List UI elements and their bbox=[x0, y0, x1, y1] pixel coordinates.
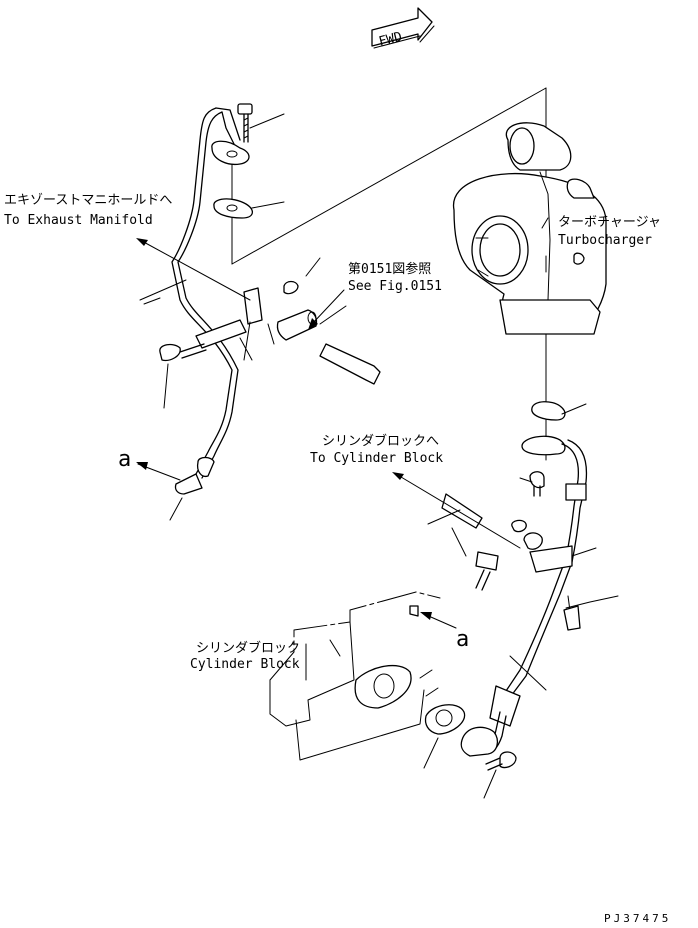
bolt-lower-2 bbox=[475, 551, 619, 631]
label-detail-a-right: a bbox=[456, 627, 469, 652]
bolt-left bbox=[159, 343, 207, 409]
tube-fitting-a bbox=[169, 456, 215, 521]
label-tocyl-jp: シリンダブロックへ bbox=[322, 433, 439, 449]
bolt-lower-1 bbox=[519, 471, 545, 497]
cylinder-block bbox=[269, 591, 441, 761]
label-exhaust-en: To Exhaust Manifold bbox=[4, 213, 153, 228]
gasket-turbo bbox=[531, 401, 587, 421]
bolt-upper bbox=[237, 103, 285, 143]
forward-arrow-icon: FWD bbox=[371, 7, 435, 50]
bolt-lower-3 bbox=[483, 751, 517, 799]
label-cyl-jp: シリンダブロック bbox=[196, 640, 300, 656]
label-seefig-jp: 第0151図参照 bbox=[348, 261, 431, 277]
label-seefig-en: See Fig.0151 bbox=[348, 279, 442, 294]
drawing-code: PJ37475 bbox=[604, 912, 671, 925]
gasket-upper bbox=[213, 198, 285, 219]
leader-arrows bbox=[136, 238, 547, 657]
label-detail-a-left: a bbox=[118, 447, 131, 472]
clamp-assembly bbox=[139, 257, 381, 385]
turbocharger bbox=[453, 122, 607, 335]
oil-tube-upper bbox=[171, 107, 241, 479]
label-tocyl-en: To Cylinder Block bbox=[310, 451, 443, 466]
label-turbo-en: Turbocharger bbox=[558, 233, 652, 248]
gasket-block bbox=[423, 704, 466, 769]
label-cyl-en: Cylinder Block bbox=[190, 657, 300, 672]
fwd-label: FWD bbox=[377, 30, 404, 50]
label-exhaust-jp: エキゾーストマニホールドへ bbox=[4, 193, 172, 208]
oil-tube-lower bbox=[460, 435, 588, 757]
upper-flange bbox=[211, 140, 250, 166]
label-turbo-jp: ターボチャージャ bbox=[558, 215, 661, 230]
